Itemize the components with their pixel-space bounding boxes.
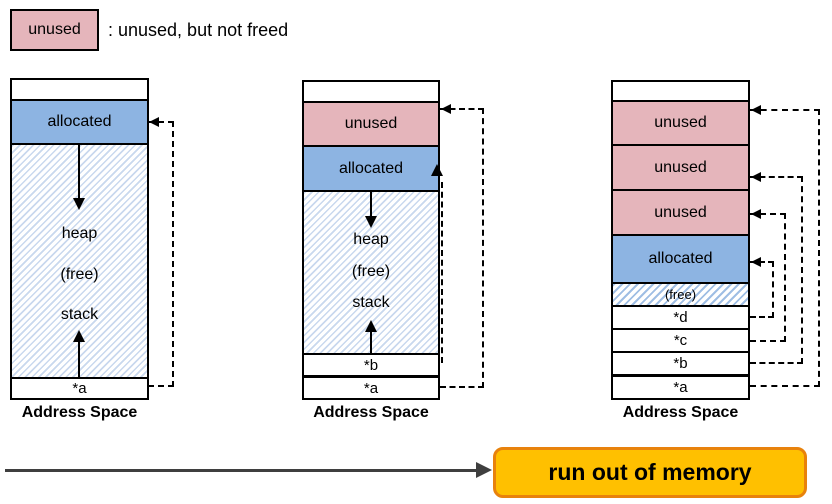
address-space-caption-1: Address Space (21, 404, 138, 421)
unused-block-2: unused (613, 144, 748, 189)
allocated-block: allocated (613, 234, 748, 282)
legend-description: : unused, but not freed (108, 19, 289, 40)
pointer-c-label: *c (673, 332, 688, 349)
top-free-strip (12, 80, 147, 99)
heap-grow-arrow-line (78, 145, 80, 198)
address-space-caption-2: Address Space (313, 404, 429, 421)
free-label: (free) (664, 287, 697, 302)
heap-stack-region: heap (free) stack (304, 190, 438, 353)
pointer-row-a: *a (613, 374, 748, 398)
heap-grow-arrow-head (365, 216, 377, 228)
col1-pointer-a-arrowhead-icon (149, 117, 159, 127)
pointer-a-label: *a (72, 380, 87, 397)
top-free-strip (304, 82, 438, 101)
pointer-b-label: *b (673, 355, 688, 372)
stack-grow-arrow-line (78, 342, 80, 377)
pointer-a-label: *a (673, 379, 688, 396)
col3-pointer-d-arrowhead-icon (751, 257, 761, 267)
col2-pointer-a-reference-line (440, 108, 484, 388)
allocated-label: allocated (47, 113, 112, 130)
col3-pointer-b-reference-line (750, 176, 803, 364)
free-block: (free) (613, 282, 748, 305)
unused-label: unused (654, 114, 707, 131)
free-label: (free) (60, 266, 99, 283)
progression-arrow-line (5, 469, 478, 472)
col3-pointer-c-arrowhead-icon (751, 209, 761, 219)
col2-pointer-b-arrowhead-icon (431, 164, 443, 176)
unused-label: unused (654, 203, 707, 221)
heap-label: heap (353, 231, 389, 248)
result-label: run out of memory (548, 459, 752, 485)
col2-pointer-b-reference-line (441, 182, 443, 363)
pointer-row-a: *a (12, 377, 147, 398)
col1-pointer-a-reference-line (148, 121, 174, 387)
pointer-a-label: *a (363, 379, 379, 397)
stack-grow-arrow-head (73, 330, 85, 342)
pointer-row-c: *c (613, 328, 748, 351)
unused-label: unused (344, 115, 398, 132)
address-space-caption-3: Address Space (622, 404, 739, 421)
heap-stack-region: heap (free) stack (12, 143, 147, 377)
pointer-d-label: *d (673, 309, 688, 326)
free-label: (free) (351, 263, 391, 280)
pointer-b-label: *b (363, 356, 379, 374)
col2-pointer-a-arrowhead-icon (441, 104, 451, 114)
pointer-row-d: *d (613, 305, 748, 328)
pointer-row-a: *a (304, 375, 438, 398)
legend-unused-swatch: unused (10, 9, 99, 51)
col3-pointer-a-arrowhead-icon (751, 105, 761, 115)
stack-label: stack (60, 306, 99, 323)
progression-arrowhead-icon (476, 462, 492, 478)
col3-pointer-d-reference-line (750, 261, 774, 318)
allocated-label: allocated (338, 159, 404, 177)
col3-pointer-b-arrowhead-icon (751, 172, 761, 182)
unused-block: unused (304, 101, 438, 145)
address-space-1: allocated heap (free) stack *a (10, 78, 149, 400)
heap-grow-arrow-line (370, 192, 372, 216)
result-box: run out of memory (493, 447, 807, 498)
address-space-3: unused unused unused allocated (free) *d… (611, 80, 750, 400)
stack-grow-arrow-head (365, 320, 377, 332)
pointer-row-b: *b (613, 351, 748, 374)
pointer-row-b: *b (304, 353, 438, 375)
stack-label: stack (352, 294, 390, 311)
legend-swatch-label: unused (28, 21, 81, 38)
allocated-label: allocated (648, 250, 713, 267)
top-free-strip (613, 82, 748, 100)
heap-grow-arrow-head (73, 198, 85, 210)
unused-block-1: unused (613, 100, 748, 144)
unused-block-3: unused (613, 189, 748, 234)
allocated-block: allocated (12, 99, 147, 143)
col3-pointer-c-reference-line (750, 213, 786, 342)
stack-grow-arrow-line (370, 332, 372, 353)
allocated-block: allocated (304, 145, 438, 190)
unused-label: unused (654, 158, 707, 176)
address-space-2: unused allocated heap (free) stack *b *a (302, 80, 440, 400)
col3-pointer-a-reference-line (750, 109, 820, 387)
heap-label: heap (61, 225, 98, 242)
